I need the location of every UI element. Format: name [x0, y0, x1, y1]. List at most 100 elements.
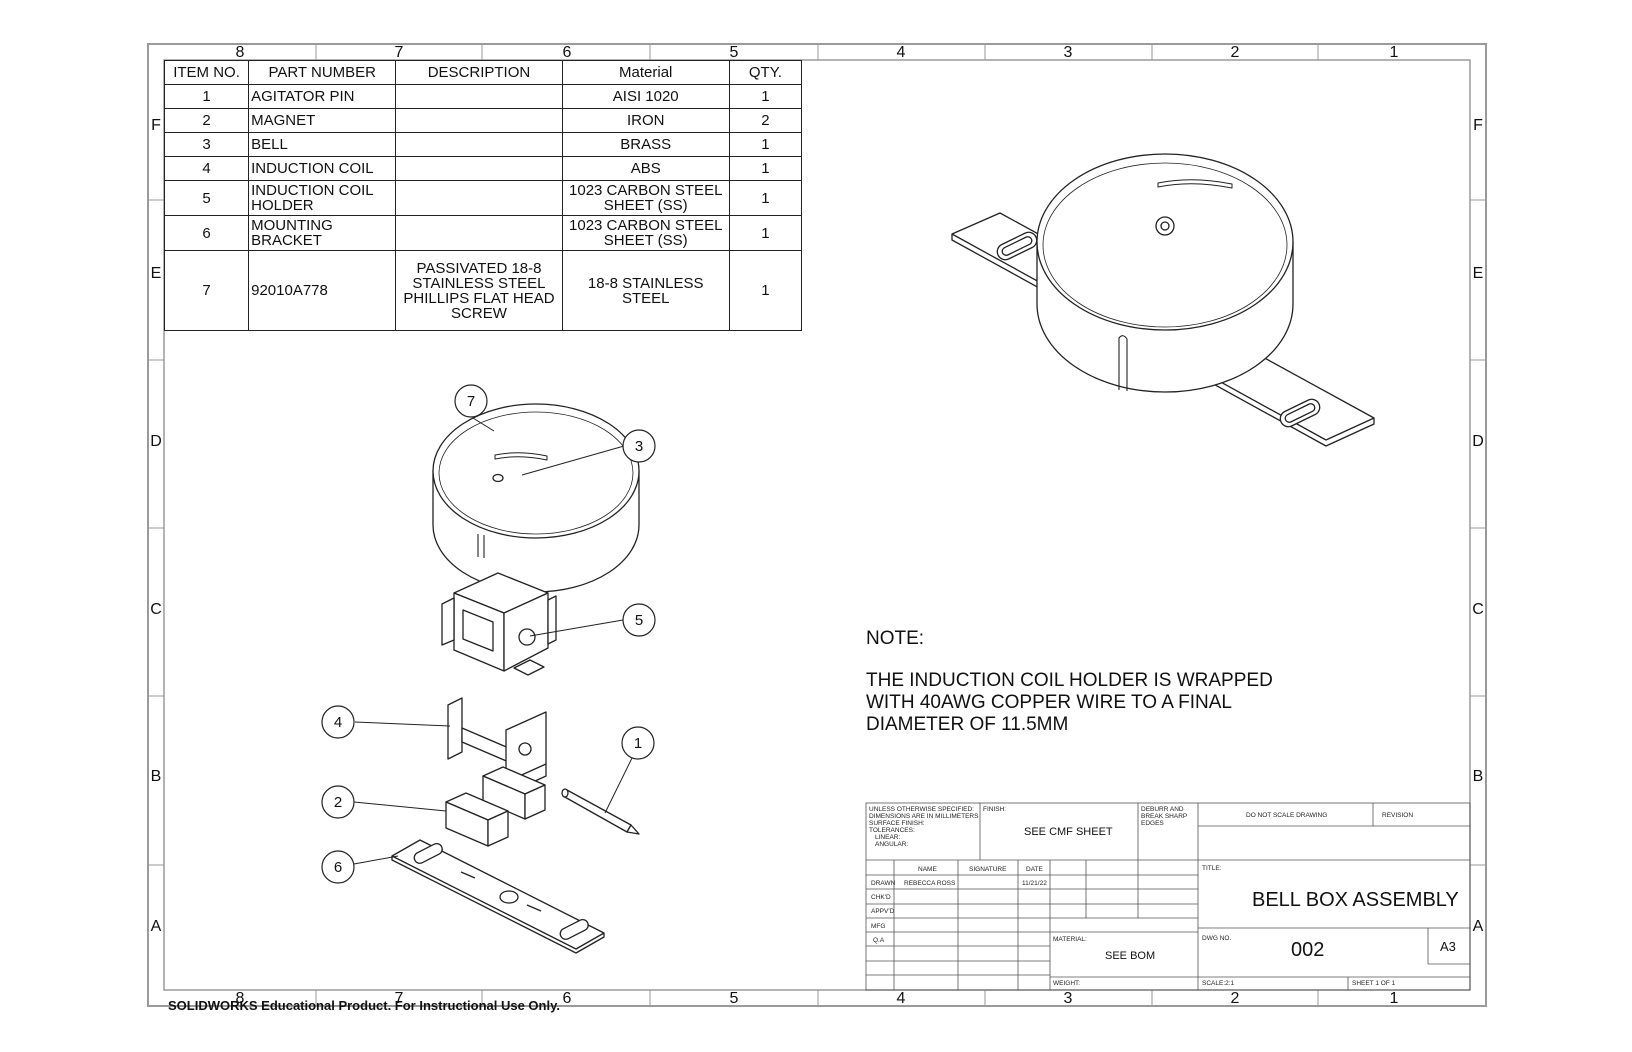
bell-side-slot [1118, 338, 1128, 391]
balloon-6-circle [321, 850, 355, 884]
bom-qty: 2 [728, 108, 803, 133]
zone-ticks [148, 44, 1486, 1006]
bell-screw-recess [1160, 221, 1170, 231]
agitator-pin-end [561, 788, 569, 798]
zone-number-top: 7 [395, 44, 404, 61]
leader-3 [521, 445, 625, 476]
bom-header-material: Material [561, 60, 730, 85]
magnet-part-front [445, 792, 509, 847]
bracket-part-mark-right [526, 904, 542, 912]
bell-top-face [1036, 153, 1294, 331]
bracket-slot-left-inner [1001, 236, 1033, 256]
tolerance-line: DIMENSIONS ARE IN MILLIMETERS [869, 813, 979, 820]
bom-description [395, 215, 563, 251]
magnet-rear-side [524, 784, 546, 820]
bell-part-top-edge [438, 411, 634, 535]
bom-item-no: 2 [163, 108, 250, 133]
do-not-scale-label: DO NOT SCALE DRAWING [1246, 812, 1328, 819]
row-label-mfg: MFG [871, 923, 886, 930]
agitator-pin-tip [626, 824, 640, 835]
bom-material: 1023 CARBON STEEL SHEET (SS) [561, 180, 730, 216]
table-row: 4 INDUCTION COIL ABS 1 [163, 156, 803, 181]
bell-part-side-slot [477, 534, 485, 558]
row-label-drawn: DRAWN [871, 880, 896, 887]
zone-letter-left: E [151, 265, 162, 282]
tolerance-line: SURFACE FINISH: [869, 820, 925, 827]
balloon-1-label: 1 [634, 735, 642, 752]
bracket-part-slot-left [413, 842, 443, 864]
coil-flange-hole [518, 742, 532, 756]
agitator-pin-body [562, 789, 632, 833]
bom-part-number: BELL [248, 132, 397, 157]
scale-label: SCALE:2:1 [1202, 980, 1235, 987]
zone-numbers-top: 8 7 6 5 4 3 2 1 [236, 44, 1399, 61]
bom-material: ABS [561, 156, 730, 181]
bom-part-number: INDUCTION COIL [248, 156, 397, 181]
bom-part-number: 92010A778 [248, 250, 397, 331]
bell-part-top-slot [494, 452, 548, 461]
bracket-part-edge [391, 856, 605, 954]
zone-letter-left: C [150, 601, 162, 618]
coil-flange-back [447, 697, 463, 760]
zone-letter-right: D [1472, 433, 1484, 450]
bom-qty: 1 [728, 84, 803, 109]
bell-top-edge [1042, 162, 1288, 328]
balloon-7-circle [454, 384, 488, 418]
drawing-number: 002 [1291, 939, 1325, 961]
leader-2 [353, 801, 447, 812]
deburr-line: DEBURR AND [1141, 806, 1184, 813]
column-name-label: NAME [918, 866, 937, 873]
bom-description [395, 156, 563, 181]
tolerance-line: ANGULAR: [875, 841, 909, 848]
table-row: 7 92010A778 PASSIVATED 18-8 STAINLESS ST… [163, 250, 803, 331]
bracket-part-mark-left [460, 871, 476, 879]
coil-holder-hole [518, 628, 536, 646]
title-block-frame [865, 802, 1471, 991]
bom-qty: 1 [728, 132, 803, 157]
note-line: THE INDUCTION COIL HOLDER IS WRAPPED [866, 670, 1273, 691]
balloon-3-label: 3 [635, 438, 643, 455]
bom-qty: 1 [728, 250, 803, 331]
bell-part-hole [492, 473, 504, 483]
zone-letter-right: B [1473, 768, 1484, 785]
title-block-grid [865, 802, 1471, 991]
coil-holder-part [441, 572, 557, 676]
zone-number-top: 4 [897, 44, 906, 61]
drawing-title: BELL BOX ASSEMBLY [1252, 889, 1459, 911]
column-date-label: DATE [1026, 866, 1043, 873]
balloon-4-circle [321, 705, 355, 739]
coil-holder-tab [513, 659, 545, 676]
balloon-3-circle [622, 429, 656, 463]
table-row: 2 MAGNET IRON 2 [163, 108, 803, 133]
zone-number-bottom: 4 [897, 990, 906, 1007]
title-label: TITLE: [1202, 865, 1222, 872]
balloon-7-label: 7 [467, 393, 475, 410]
zone-letter-left: D [150, 433, 162, 450]
bom-material: AISI 1020 [561, 84, 730, 109]
title-block-horizontals [866, 825, 1470, 978]
zone-letters-left: F E D C B A [150, 117, 162, 935]
magnet-part-rear [482, 766, 546, 820]
coil-holder-flap-right [547, 595, 557, 645]
bom-part-number: MOUNTING BRACKET [248, 215, 397, 251]
balloon-6-label: 6 [334, 859, 342, 876]
coil-holder-flap-left [441, 597, 455, 646]
zone-number-bottom: 8 [236, 990, 245, 1007]
zone-letter-left: B [151, 768, 162, 785]
bom-item-no: 4 [163, 156, 250, 181]
bom-qty: 1 [728, 215, 803, 251]
zone-numbers-bottom: 8 7 6 5 4 3 2 1 [236, 990, 1399, 1007]
bom-header-row: ITEM NO. PART NUMBER DESCRIPTION Materia… [163, 60, 803, 85]
bom-header-part-number: PART NUMBER [248, 60, 397, 85]
bom-header-qty: QTY. [728, 60, 803, 85]
leader-6 [353, 855, 399, 865]
zone-letter-left: F [151, 117, 161, 134]
column-signature-label: SIGNATURE [969, 866, 1007, 873]
bom-item-no: 1 [163, 84, 250, 109]
tolerance-line: TOLERANCES: [869, 827, 915, 834]
note-line: WITH 40AWG COPPER WIRE TO A FINAL [866, 692, 1232, 713]
induction-coil-part [447, 697, 547, 789]
bom-qty: 1 [728, 180, 803, 216]
zone-number-bottom: 1 [1390, 990, 1399, 1007]
sheet-count-label: SHEET 1 OF 1 [1352, 980, 1396, 987]
